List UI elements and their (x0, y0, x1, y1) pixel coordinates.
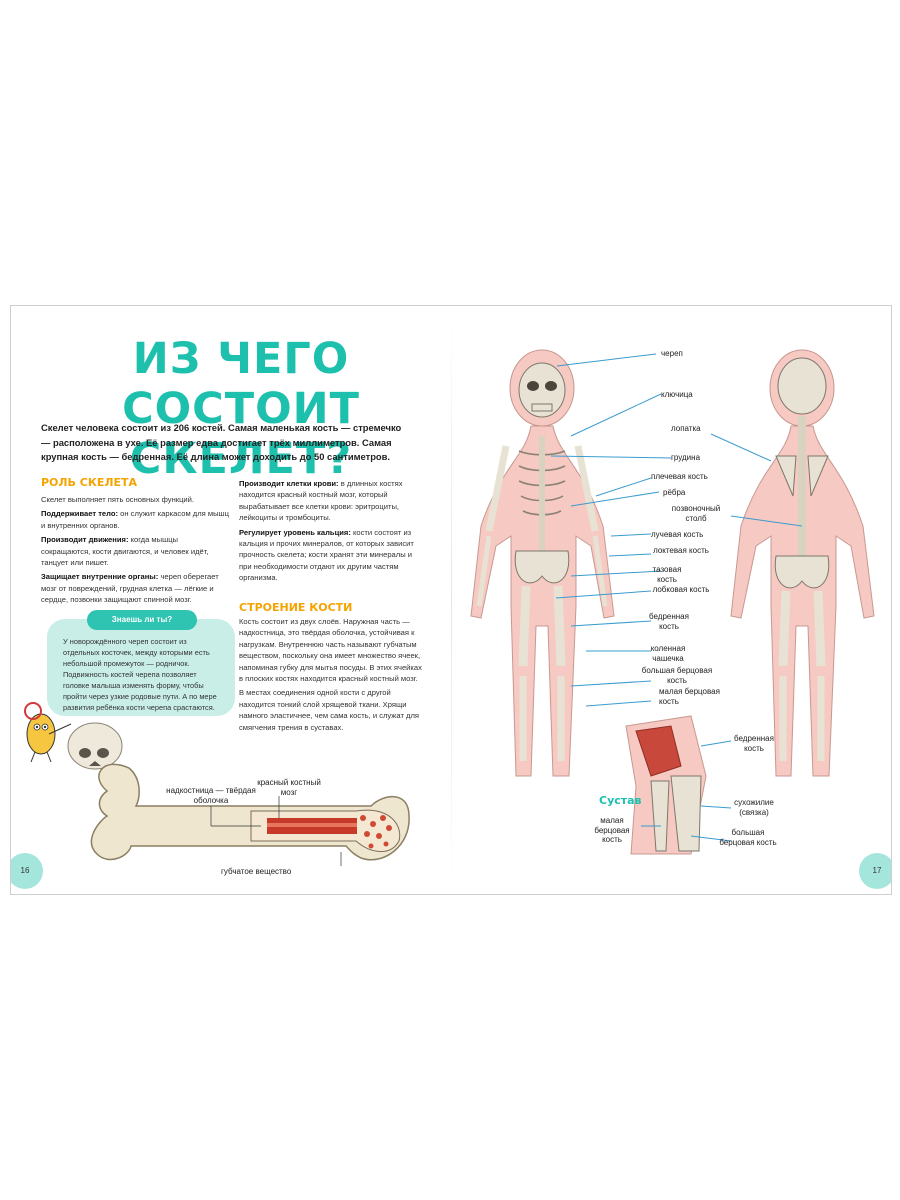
role-item-blood: Производит клетки крови: в длинных костя… (239, 479, 403, 523)
label-scapula: лопатка (671, 424, 701, 433)
label-red-marrow: красный костный мозг (257, 778, 321, 797)
label-clavicle: ключица (661, 390, 693, 399)
role-item-calcium: Регулирует уровень кальция: кости состоя… (239, 527, 414, 583)
structure-column: Кость состоит из двух слоёв. Наружная ча… (239, 616, 425, 736)
label-ulna: локтевая кость (653, 546, 709, 555)
role-text-1: Скелет выполняет пять основных функций. (41, 495, 195, 504)
label-fibula: малая берцовая кость (659, 687, 720, 706)
page-number-left: 16 (11, 853, 43, 889)
did-you-know-box (47, 619, 235, 716)
label-patella: коленная чашечка (650, 644, 686, 663)
label-pubic: лобковая кость (652, 585, 710, 594)
role-column-left: Скелет выполняет пять основных функций. … (41, 494, 229, 609)
joint-label-ligament: сухожилие (связка) (734, 798, 774, 817)
role-column-right: Производит клетки крови: в длинных костя… (239, 478, 425, 587)
label-humerus: плечевая кость (651, 472, 708, 481)
joint-label-femur: бедренная кость (734, 734, 774, 753)
skeleton-front-illustration (470, 349, 615, 777)
did-you-know-text: У новорождённого череп состоит из отдель… (63, 637, 217, 712)
label-tibia: большая берцовая кость (641, 666, 713, 685)
label-periosteum: надкостница — твёрдая оболочка (166, 786, 256, 805)
structure-heading: Строение кости (239, 601, 353, 614)
label-ribs: рёбра (663, 488, 686, 497)
label-skull: череп (661, 349, 683, 358)
joint-label-fibula: малая берцовая кость (594, 816, 630, 844)
structure-text-2: В местах соединения одной кости с другой… (239, 688, 420, 732)
label-leader-lines (550, 353, 803, 842)
role-item-movement: Производит движения: когда мышцы сокраща… (41, 535, 209, 568)
femur-cross-section (90, 763, 410, 861)
mascot-illustration (24, 702, 72, 763)
joint-label-tibia: большая берцовая кость (719, 828, 777, 847)
page-gutter (451, 306, 452, 894)
illustrations (24, 349, 875, 866)
label-spine: позвоночный столб (671, 504, 721, 523)
role-item-support: Поддерживает тело: он служит каркасом дл… (41, 509, 229, 530)
intro-paragraph: Скелет человека состоит из 206 костей. С… (41, 422, 402, 462)
label-radius: лучевая кость (651, 530, 704, 539)
page-number-right: 17 (859, 853, 891, 889)
skeleton-back-illustration (730, 349, 875, 777)
book-spread: Из чего состоит скелет? Скелет человека … (10, 305, 892, 895)
joint-heading: Сустав (599, 794, 642, 807)
label-spongy-substance: губчатое вещество (221, 867, 292, 876)
knee-joint-illustration (625, 715, 707, 855)
page-title: Из чего состоит скелет? (122, 334, 360, 484)
role-item-protect: Защищает внутренние органы: череп оберег… (41, 572, 219, 605)
baby-skull-illustration (67, 722, 123, 770)
structure-text-1: Кость состоит из двух слоёв. Наружная ча… (239, 617, 422, 684)
role-heading: Роль скелета (41, 476, 138, 489)
label-sternum: грудина (671, 453, 701, 462)
label-pelvis: тазовая кость (652, 565, 682, 584)
did-you-know-badge: Знаешь ли ты? (87, 610, 197, 630)
label-femur: бедренная кость (649, 612, 689, 631)
